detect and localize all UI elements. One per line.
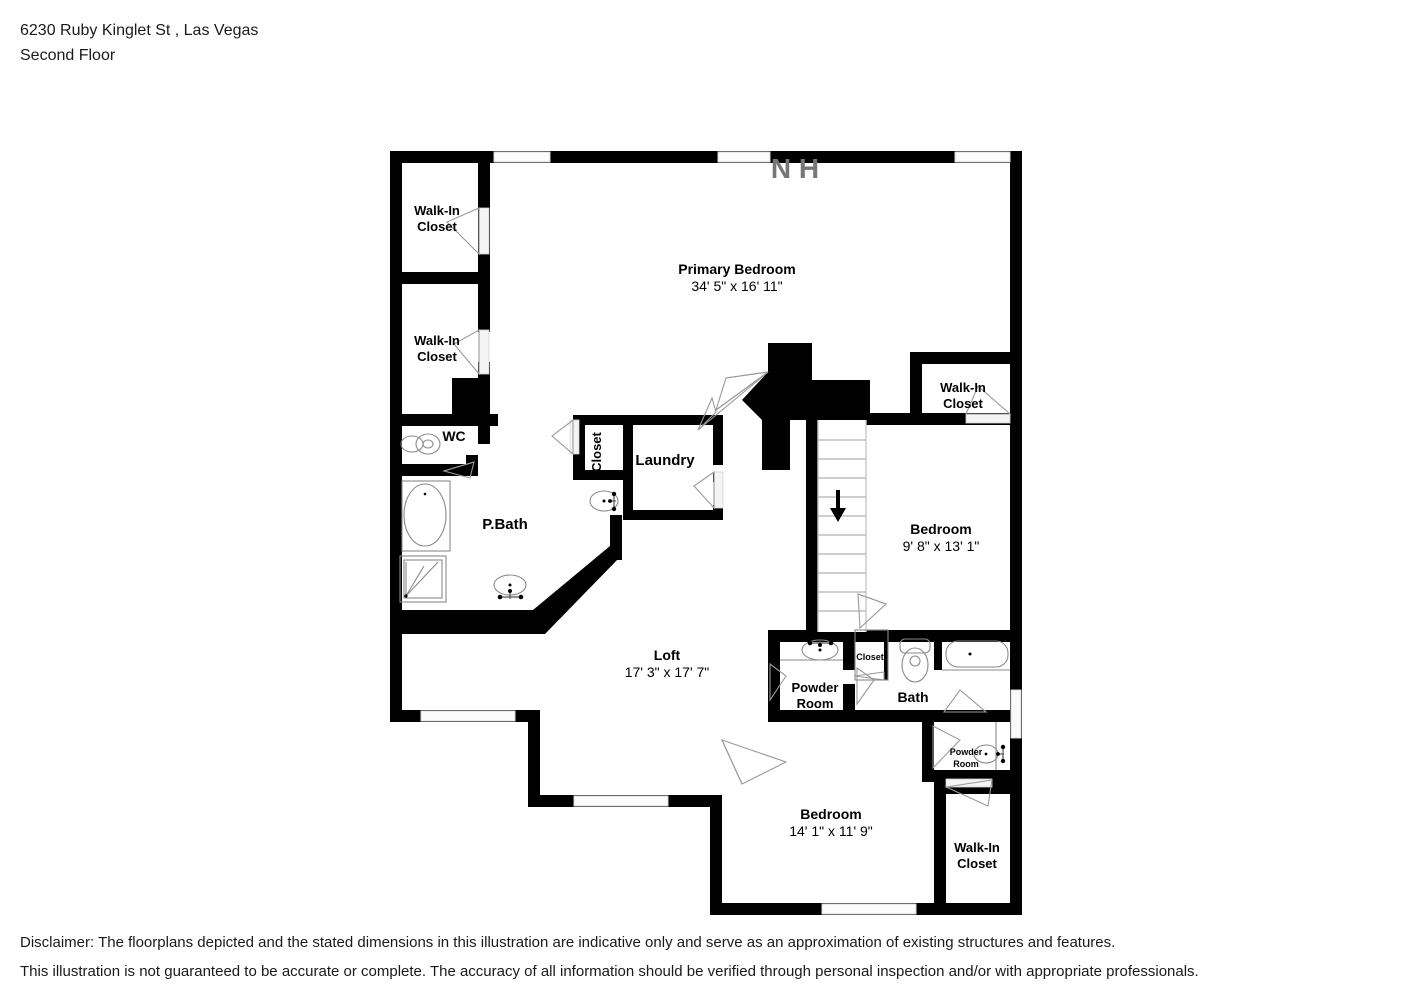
room-label-bedroom-lower: Bedroom 14' 1" x 11' 9" bbox=[789, 806, 873, 839]
door-wc bbox=[441, 461, 475, 479]
room-label-loft: Loft 17' 3" x 17' 7" bbox=[625, 647, 710, 680]
floor-label: Second Floor bbox=[20, 47, 116, 64]
door-closet-laundry bbox=[551, 418, 580, 456]
room-label-walkin-closet-right: Walk-In Closet bbox=[940, 380, 986, 411]
windows bbox=[420, 151, 1022, 915]
room-label-primary-bedroom: Primary Bedroom 34' 5" x 16' 11" bbox=[678, 261, 795, 294]
door-closet-bath bbox=[854, 671, 885, 681]
room-name-line1: Bath bbox=[897, 689, 928, 705]
room-name-line2: Closet bbox=[957, 856, 997, 871]
room-name-line2: Room bbox=[797, 696, 834, 711]
room-label-walkin-closet-top-left: Walk-In Closet bbox=[414, 203, 460, 234]
room-dimensions: 14' 1" x 11' 9" bbox=[789, 823, 873, 839]
room-name-line1: Walk-In bbox=[414, 333, 460, 348]
room-dimensions: 9' 8" x 13' 1" bbox=[903, 538, 980, 554]
room-label-powder-room-mid: Powder Room bbox=[792, 680, 839, 711]
room-label-walkin-closet-lower-right: Walk-In Closet bbox=[954, 840, 1000, 871]
room-label-bath: Bath bbox=[897, 689, 928, 705]
room-label-laundry: Laundry bbox=[635, 452, 695, 469]
room-name-line1: Walk-In bbox=[954, 840, 1000, 855]
room-label-walkin-closet-mid-left: Walk-In Closet bbox=[414, 333, 460, 364]
room-label-bedroom-right: Bedroom 9' 8" x 13' 1" bbox=[903, 521, 980, 554]
room-dimensions: 17' 3" x 17' 7" bbox=[625, 664, 710, 680]
door-laundry bbox=[693, 470, 724, 510]
window-bottom-mid bbox=[573, 795, 669, 807]
door-walkin-mid-left bbox=[453, 329, 490, 376]
watermark-text: N H bbox=[771, 153, 819, 184]
window-top-3 bbox=[954, 151, 1011, 163]
room-name-line1: Bedroom bbox=[800, 806, 861, 822]
sink-powder-lower-icon bbox=[973, 722, 1006, 770]
doors bbox=[441, 207, 1012, 807]
bathtub-bath-icon bbox=[942, 640, 1010, 671]
disclaimer-block: Disclaimer: The floorplans depicted and … bbox=[20, 928, 1400, 986]
toilet-bath-icon bbox=[899, 638, 931, 683]
window-bottom-right bbox=[821, 903, 917, 915]
door-powder-room-lower bbox=[932, 725, 961, 770]
window-bottom-left bbox=[420, 710, 516, 722]
closet-bath-box bbox=[854, 629, 889, 681]
room-name-line2: Room bbox=[953, 759, 979, 769]
toilet-wc-icon bbox=[400, 433, 441, 455]
door-powder-room-mid bbox=[769, 662, 787, 702]
sink-primary-icon bbox=[493, 574, 527, 600]
room-label-closet-laundry: Closet bbox=[589, 431, 604, 471]
room-name-line1: Primary Bedroom bbox=[678, 261, 795, 277]
door-walkin-top-left bbox=[446, 207, 490, 256]
door-bedroom-lower bbox=[720, 739, 788, 785]
room-name-line1: Powder bbox=[950, 747, 983, 757]
window-top-1 bbox=[493, 151, 551, 163]
door-bath-lower bbox=[942, 689, 988, 713]
sink-laundry-icon bbox=[589, 490, 619, 512]
door-walkin-right bbox=[965, 385, 1012, 424]
disclaimer-line-2: This illustration is not guaranteed to b… bbox=[20, 963, 1199, 980]
sink-powder-mid-icon bbox=[780, 639, 843, 661]
room-name-line1: Walk-In bbox=[940, 380, 986, 395]
window-right-1 bbox=[1010, 689, 1022, 739]
door-walkin-lower-right bbox=[944, 778, 993, 807]
room-name-line1: Closet bbox=[856, 652, 884, 662]
room-label-closet-bath: Closet bbox=[856, 652, 884, 662]
room-name-line1: P.Bath bbox=[482, 516, 528, 533]
room-name-line1: Walk-In bbox=[414, 203, 460, 218]
room-name-line1: Closet bbox=[589, 431, 604, 471]
room-label-primary-bath: P.Bath bbox=[482, 516, 528, 533]
shower-primary-icon bbox=[399, 555, 447, 603]
room-name-line1: Bedroom bbox=[910, 521, 971, 537]
room-labels: Walk-In Closet Walk-In Closet WC P.Bath … bbox=[414, 203, 1000, 871]
room-label-wc: WC bbox=[442, 428, 465, 444]
room-label-powder-room-lower: Powder Room bbox=[950, 747, 983, 769]
room-name-line2: Closet bbox=[943, 396, 983, 411]
disclaimer-line-1: Disclaimer: The floorplans depicted and … bbox=[20, 934, 1116, 951]
room-dimensions: 34' 5" x 16' 11" bbox=[691, 278, 782, 294]
property-address: 6230 Ruby Kinglet St , Las Vegas bbox=[20, 22, 259, 39]
room-name-line1: Loft bbox=[654, 647, 681, 663]
room-name-line2: Closet bbox=[417, 349, 457, 364]
door-bedroom-right bbox=[857, 593, 888, 630]
plan-header: 6230 Ruby Kinglet St , Las Vegas Second … bbox=[20, 18, 258, 68]
window-top-2 bbox=[717, 151, 771, 163]
room-name-line1: WC bbox=[442, 428, 465, 444]
room-name-line2: Closet bbox=[417, 219, 457, 234]
fixtures bbox=[399, 433, 1010, 770]
room-name-line1: Powder bbox=[792, 680, 839, 695]
bathtub-primary-icon bbox=[401, 480, 451, 552]
room-name-line1: Laundry bbox=[635, 452, 695, 469]
door-primary-bedroom-double bbox=[697, 371, 769, 431]
stairs-down-arrow-icon bbox=[830, 490, 846, 522]
